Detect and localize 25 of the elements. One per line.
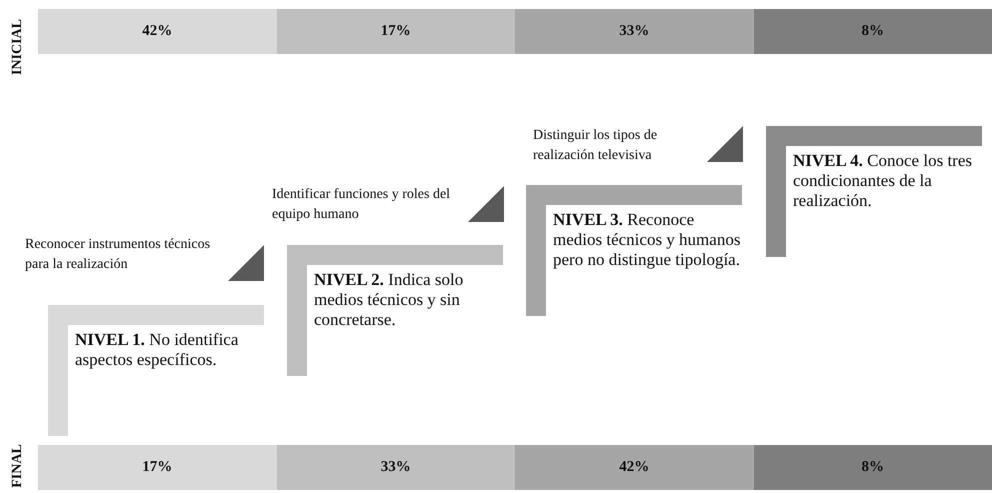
percentage-label: 8% xyxy=(862,459,884,476)
row-label: FINAL xyxy=(9,443,26,490)
bar-segment xyxy=(38,445,276,490)
step-label: Distinguir los tipos de realización televisiva xyxy=(533,127,658,165)
percentage-label: 8% xyxy=(862,23,884,40)
level-description: NIVEL 4. Conoce los tres condicionantes de la realización. xyxy=(793,151,973,211)
bar-segment xyxy=(276,9,515,54)
bar-segment xyxy=(515,445,754,490)
percentage-label: 42% xyxy=(619,459,650,476)
level-description: NIVEL 2. Indica solo medios técnicos y sin concretarse. xyxy=(314,270,464,330)
percentage-label: 42% xyxy=(142,23,172,40)
percentage-label: 17% xyxy=(142,459,172,476)
level-description: NIVEL 1. No identifica aspectos específicos. xyxy=(75,330,240,370)
step-label: Identificar funciones y roles del equipo humano xyxy=(272,186,452,224)
bar-segment xyxy=(276,445,515,490)
bar-segment xyxy=(754,445,992,490)
level-description: NIVEL 3. Reconoce medios técnicos y humanos pero no distingue tipología. xyxy=(553,210,742,270)
bar-segment xyxy=(754,9,992,54)
step-label: Reconocer instrumentos técnicos para la realización xyxy=(25,236,212,274)
bar-segment xyxy=(515,9,754,54)
row-label: INICIAL xyxy=(9,18,26,78)
percentage-label: 33% xyxy=(619,23,650,40)
bar-segment xyxy=(38,9,276,54)
percentage-label: 17% xyxy=(380,23,411,40)
percentage-label: 33% xyxy=(380,459,411,476)
